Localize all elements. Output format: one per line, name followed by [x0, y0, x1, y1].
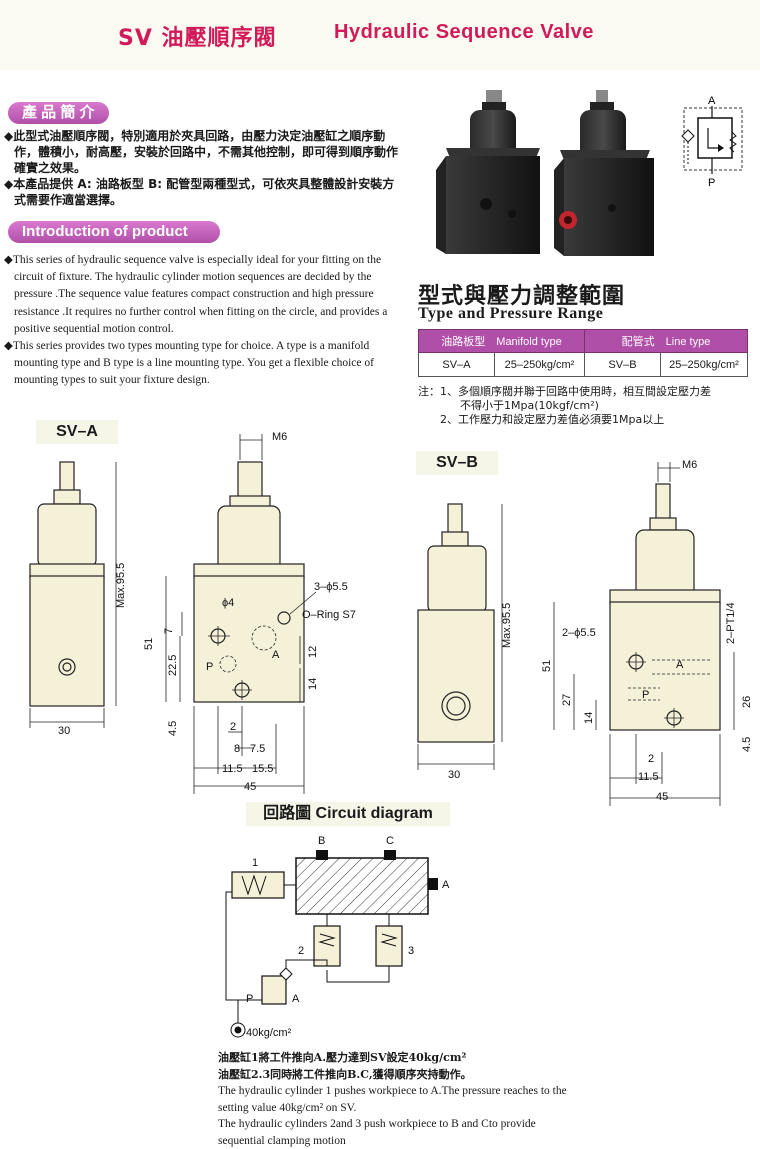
sv-b-dim-26: 26	[741, 696, 753, 708]
sv-a-dim-oring: O–Ring S7	[302, 609, 356, 621]
sv-b-dim-11-5: 11.5	[638, 771, 659, 783]
sv-b-drawing: M6 Max.95.5 30 2–ϕ5.5 2–PT1/4 51 27 14 2…	[417, 459, 753, 806]
intro-en-text: ◆This series of hydraulic sequence valve…	[4, 252, 412, 390]
range-title-cn: 型式與壓力調整範圍	[418, 283, 626, 309]
intro-en-bullet: ◆This series provides two types mounting…	[4, 340, 374, 387]
circuit-label-a: A	[442, 879, 450, 891]
intro-cn-heading: 產 品 簡 介	[8, 102, 109, 124]
sv-a-side-body	[29, 575, 105, 707]
sv-b-dim-hole: 2–ϕ5.5	[562, 627, 596, 639]
sv-a-dim-max: Max.95.5	[115, 563, 127, 608]
intro-cn-bullet: ◆本產品提供 A: 油路板型 B: 配管型兩種型式，可依夾具整體設計安裝方式需要…	[4, 177, 395, 207]
symbol-body	[697, 117, 733, 159]
range-header-line: 配管式 Line type	[584, 329, 748, 353]
circuit-label-a2: A	[292, 993, 300, 1005]
sv-b-dim-max: Max.95.5	[501, 603, 513, 648]
caption-en-1: The hydraulic cylinder 1 pushes workpiec…	[218, 1085, 567, 1114]
cylinder-3	[375, 925, 403, 967]
sv-a-dim-15-5: 15.5	[252, 763, 273, 775]
circuit-label-3: 3	[408, 945, 414, 957]
sv-b-port-a: A	[676, 659, 684, 671]
sv-a-dim-51: 51	[143, 638, 155, 650]
symbol-port-a: A	[708, 95, 716, 107]
table-cell: SV–B	[584, 352, 661, 377]
table-cell: 25–250kg/cm²	[494, 352, 585, 377]
sv-a-dim-11-5: 11.5	[222, 763, 243, 775]
note-line: 2、工作壓力和設定壓力差值必須要1Mpa以上	[440, 413, 665, 426]
sv-a-dim-7-5: 7.5	[250, 743, 265, 755]
circuit-caption: 油壓缸1將工件推向A.壓力達到SV設定40kg/cm² 油壓缸2.3同時將工件推…	[218, 1050, 578, 1149]
sv-a-dim-45: 45	[244, 781, 256, 793]
sv-b-front-body	[609, 601, 721, 731]
range-table: 油路板型 Manifold type 配管式 Line type SV–A 25…	[418, 329, 748, 377]
caption-cn-2: 油壓缸2.3同時將工件推向B.C,獲得順序夾持動作。	[218, 1067, 472, 1081]
sv-b-dim-51: 51	[541, 660, 553, 672]
sv-a-port-a: A	[272, 649, 280, 661]
intro-en-heading: Introduction of product	[8, 221, 220, 243]
sv-b-dim-45: 45	[656, 791, 668, 803]
sv-a-drawing: M6 Max.95.5 30 3–ϕ5.5 ϕ4 O–Ring S7 7 51 …	[29, 431, 356, 794]
note-line: 注：1、多個順序閥并聯于回路中使用時，相互間設定壓力差	[418, 385, 711, 398]
title-cn: SV 油壓順序閥	[118, 26, 277, 51]
sv-b-dim-pt: 2–PT1/4	[725, 602, 737, 644]
table-row: SV–A 25–250kg/cm² SV–B 25–250kg/cm²	[418, 352, 748, 377]
symbol-port-p: P	[708, 177, 715, 188]
sv-b-side-body	[417, 609, 495, 743]
sv-a-dim-30: 30	[58, 725, 70, 737]
range-notes: 注：1、多個順序閥并聯于回路中使用時，相互間設定壓力差 不得小于1Mpa(10k…	[418, 385, 711, 427]
circuit-label-2: 2	[298, 945, 304, 957]
sv-a-dim-m6: M6	[272, 431, 287, 443]
sv-b-dim-27: 27	[561, 694, 573, 706]
circuit-sequence-valve	[261, 975, 287, 1005]
circuit-title: 回路圖 Circuit diagram	[246, 802, 450, 826]
sv-b-photo	[554, 90, 654, 256]
sv-a-port-p: P	[206, 661, 213, 673]
circuit-workpiece	[295, 857, 429, 915]
sv-b-label: SV–B	[416, 451, 498, 475]
sv-a-dim-2: 2	[230, 721, 236, 733]
table-cell: 25–250kg/cm²	[660, 352, 748, 377]
circuit-diagram: B C A 1 2 3 P A 40kg/cm²	[225, 835, 450, 1039]
intro-en-bullet: ◆This series of hydraulic sequence valve…	[4, 254, 388, 335]
sv-b-port-p: P	[642, 689, 649, 701]
title-en: Hydraulic Sequence Valve	[334, 21, 594, 43]
product-photo	[436, 90, 654, 256]
sv-a-dim-7: 7	[163, 628, 175, 634]
sv-a-dim-phi4: ϕ4	[222, 597, 234, 609]
sv-a-dim-22-5: 22.5	[167, 655, 179, 676]
valve-symbol: A P	[681, 95, 743, 188]
circuit-label-1: 1	[252, 857, 258, 869]
sv-a-dim-8: 8	[234, 743, 240, 755]
sv-a-side-stud	[59, 461, 75, 493]
sv-b-dim-m6: M6	[682, 459, 697, 471]
sv-b-dim-30: 30	[448, 769, 460, 781]
intro-cn-text: ◆此型式油壓順序閥，特別適用於夾具回路，由壓力決定油壓缸之順序動作，體積小，耐高…	[4, 128, 404, 208]
circuit-label-b: B	[318, 835, 325, 847]
sv-a-label: SV–A	[36, 420, 118, 444]
sv-a-photo	[436, 90, 540, 254]
caption-cn-1: 油壓缸1將工件推向A.壓力達到SV設定40kg/cm²	[218, 1051, 467, 1064]
header-band	[0, 0, 760, 70]
circuit-label-p: P	[246, 993, 253, 1005]
sv-b-dim-4-5: 4.5	[741, 737, 753, 752]
sv-a-dim-hole: 3–ϕ5.5	[314, 581, 348, 593]
sv-a-dim-14: 14	[307, 678, 319, 690]
sv-a-dim-4-5: 4.5	[167, 721, 179, 736]
sv-b-dim-2: 2	[648, 753, 654, 765]
circuit-label-c: C	[386, 835, 394, 847]
sv-a-front-body	[193, 575, 305, 703]
sv-b-dim-14: 14	[583, 712, 595, 724]
sv-a-dim-12: 12	[307, 646, 319, 658]
intro-cn-bullet: ◆此型式油壓順序閥，特別適用於夾具回路，由壓力決定油壓缸之順序動作，體積小，耐高…	[4, 129, 399, 175]
table-cell: SV–A	[418, 352, 495, 377]
circuit-pressure: 40kg/cm²	[246, 1027, 292, 1039]
range-header-manifold: 油路板型 Manifold type	[418, 329, 585, 353]
note-line: 不得小于1Mpa(10kgf/cm²)	[460, 399, 599, 412]
caption-en-2: The hydraulic cylinders 2and 3 push work…	[218, 1118, 536, 1147]
range-title-en: Type and Pressure Range	[418, 305, 604, 322]
cylinder-2	[313, 925, 341, 967]
cylinder-1	[231, 871, 285, 899]
